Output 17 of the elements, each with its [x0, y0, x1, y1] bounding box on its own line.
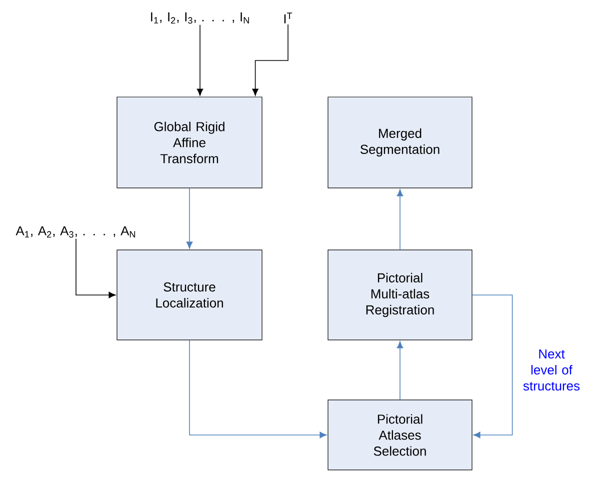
input-label: I$^{T}$ [284, 12, 292, 24]
arrow [196, 24, 204, 96]
process-box: Structure Localization [116, 250, 262, 340]
arrow [189, 340, 327, 438]
input-label: I$_{1}$, I$_{2}$, I$_{3}$, . . . , I$_{N}$ [151, 12, 249, 24]
edge-label: Next level of structures [516, 348, 586, 392]
arrow [396, 189, 404, 250]
arrow [472, 294, 513, 438]
arrow [252, 24, 288, 96]
process-box: Pictorial Atlases Selection [328, 400, 472, 470]
process-box: Merged Segmentation [328, 96, 472, 188]
arrow [186, 188, 193, 249]
arrow [396, 341, 404, 400]
arrow [76, 238, 116, 298]
process-box: Pictorial Multi-atlas Registration [328, 250, 472, 340]
process-box: Global Rigid Affine Transform [116, 96, 262, 188]
input-label: A$_{1}$, A$_{2}$, A$_{3}$, . . . , A$_{N}$ [16, 226, 136, 238]
